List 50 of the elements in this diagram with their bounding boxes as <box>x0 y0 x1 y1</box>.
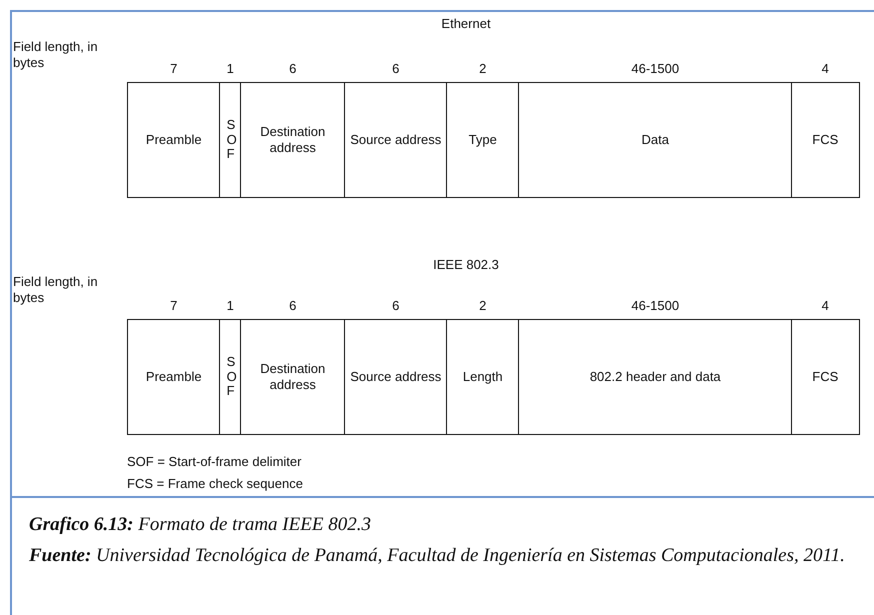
field-name: Type <box>468 132 497 148</box>
field-name: SOF <box>226 118 234 162</box>
frame-field <box>344 82 448 198</box>
source-note: Fuente: Universidad Tecnológica de Panamá, Facultad de Ingeniería en Sistemas Computacionales, 2011. <box>29 544 846 568</box>
frame-field <box>240 82 346 198</box>
field-name: Destination address <box>259 124 326 156</box>
axis-label: Field length, in bytes <box>13 39 99 70</box>
frame-field <box>127 319 220 434</box>
frame-field <box>240 319 346 434</box>
byte-count: 6 <box>392 61 400 77</box>
byte-count: 7 <box>170 61 178 77</box>
field-name: Destination address <box>259 361 326 392</box>
field-name: Source address <box>350 368 442 385</box>
byte-count: 6 <box>289 298 296 314</box>
field-name: Data <box>642 132 669 148</box>
byte-count: 1 <box>226 298 234 314</box>
frame-field <box>791 82 860 198</box>
frame-field <box>518 319 792 434</box>
byte-count: 4 <box>822 61 829 77</box>
field-name: Length <box>462 368 503 385</box>
frame-field <box>791 319 860 434</box>
byte-count: 46-1500 <box>631 61 680 77</box>
frame-heading: IEEE 802.3 <box>433 257 499 273</box>
frame-field <box>219 82 242 198</box>
field-name: FCS <box>812 368 838 385</box>
frame-heading: Ethernet <box>441 16 491 32</box>
byte-count: 2 <box>479 298 486 314</box>
byte-count: 2 <box>479 61 486 77</box>
byte-count: 7 <box>170 298 178 314</box>
field-name: Source address <box>350 132 442 148</box>
byte-count: 1 <box>226 61 234 77</box>
note: FCS = Frame check sequence <box>127 476 303 492</box>
byte-count: 6 <box>289 61 296 77</box>
byte-count: 6 <box>392 298 400 314</box>
byte-count: 4 <box>822 298 829 314</box>
frame-field <box>127 82 220 198</box>
frame-field <box>446 319 520 434</box>
frame-field <box>518 82 792 198</box>
field-name: 802.2 header and data <box>590 368 721 385</box>
frame-field <box>219 319 242 434</box>
field-name: Preamble <box>146 132 202 148</box>
frame-field <box>344 319 448 434</box>
field-name: SOF <box>226 355 234 398</box>
frame-field <box>446 82 520 198</box>
field-name: FCS <box>812 132 838 148</box>
byte-count: 46-1500 <box>631 298 680 314</box>
axis-label: Field length, in bytes <box>13 274 99 306</box>
figure-caption: Grafico 6.13: Formato de trama IEEE 802.3 <box>29 513 372 537</box>
field-name: Preamble <box>146 368 202 385</box>
note: SOF = Start-of-frame delimiter <box>127 454 302 470</box>
